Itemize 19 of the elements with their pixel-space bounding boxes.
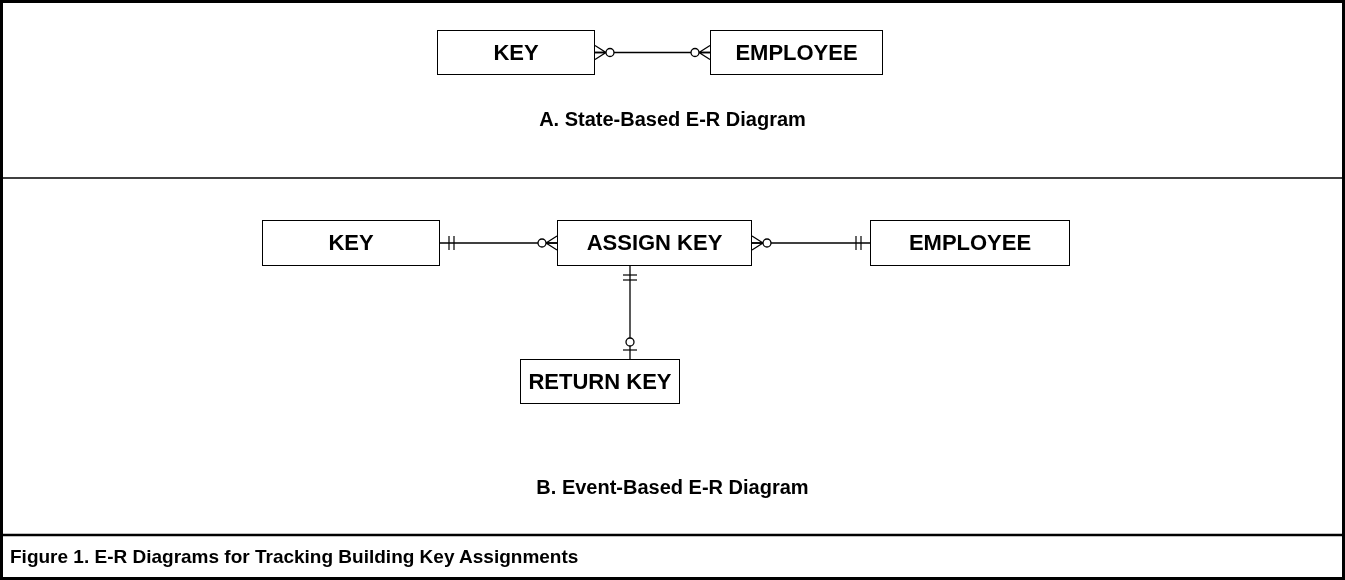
relationship-line — [751, 235, 871, 251]
entity-box — [520, 359, 680, 404]
entity-box — [710, 30, 883, 75]
relationship-line — [439, 235, 558, 251]
entity-name: KEY — [493, 39, 539, 66]
entity-box — [557, 220, 752, 266]
entity-name: EMPLOYEE — [908, 230, 1032, 256]
entity-name: EMPLOYEE — [735, 39, 858, 66]
entity-name: ASSIGN KEY — [586, 230, 723, 256]
figure-caption: Figure 1. E-R Diagrams for Tracking Building Key Assignments — [10, 546, 579, 568]
panel-title: B. Event-Based E-R Diagram — [535, 476, 810, 499]
relationship-line — [622, 265, 638, 360]
entity-box — [437, 30, 595, 75]
entity-box — [870, 220, 1070, 266]
relationship-line — [594, 44, 711, 61]
panel-title: A. State-Based E-R Diagram — [538, 108, 807, 131]
entity-name: KEY — [328, 230, 374, 256]
entity-name: RETURN KEY — [528, 368, 672, 395]
entity-box — [262, 220, 440, 266]
